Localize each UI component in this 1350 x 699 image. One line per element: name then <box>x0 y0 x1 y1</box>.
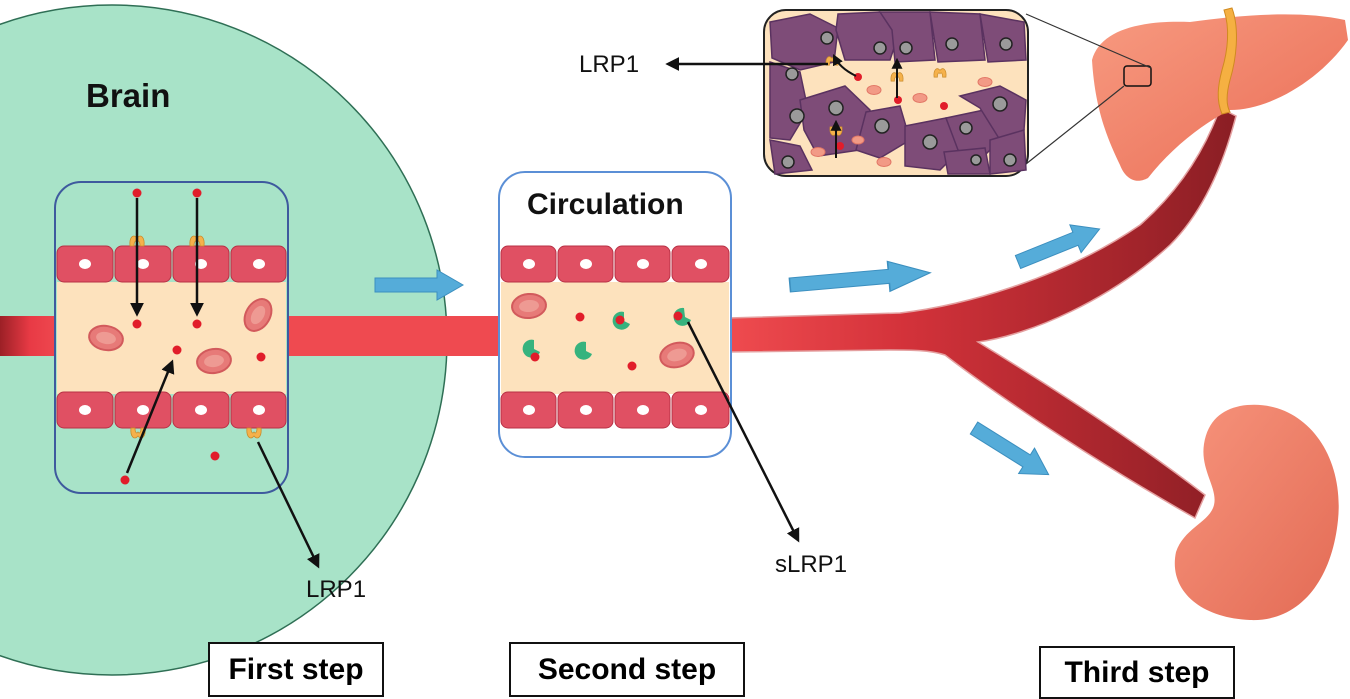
third-step-label: Third step <box>1039 646 1235 699</box>
circulation-abeta-dots <box>530 311 683 371</box>
first-step-label: First step <box>208 642 384 697</box>
brain-vessel-right <box>286 316 502 356</box>
bbb-endothelium-top <box>56 245 287 283</box>
liver-zoom-square <box>1123 65 1152 87</box>
slrp1-pointer-arrow <box>686 321 800 543</box>
lrp1-brain-label: LRP1 <box>306 576 367 603</box>
circulation-endothelium-top <box>500 245 730 283</box>
liver-tissue-inset <box>763 9 1029 177</box>
second-step-label: Second step <box>509 642 745 697</box>
brain-vessel-left <box>0 316 60 356</box>
lrp1-liver-label: LRP1 <box>579 51 640 78</box>
circulation-label: Circulation <box>527 188 684 221</box>
liver-ligament <box>1217 7 1237 115</box>
zoom-line-bottom <box>1025 85 1125 165</box>
kidney-icon <box>1174 404 1339 621</box>
zoom-line-top <box>1025 13 1152 69</box>
abeta-dot-icon <box>120 188 266 485</box>
brain-label: Brain <box>86 77 171 114</box>
bbb-transport-arrows <box>125 198 320 569</box>
slrp1-label: sLRP1 <box>775 551 848 578</box>
main-vessel <box>727 106 1237 520</box>
circulation-endothelium-bottom <box>500 391 730 429</box>
